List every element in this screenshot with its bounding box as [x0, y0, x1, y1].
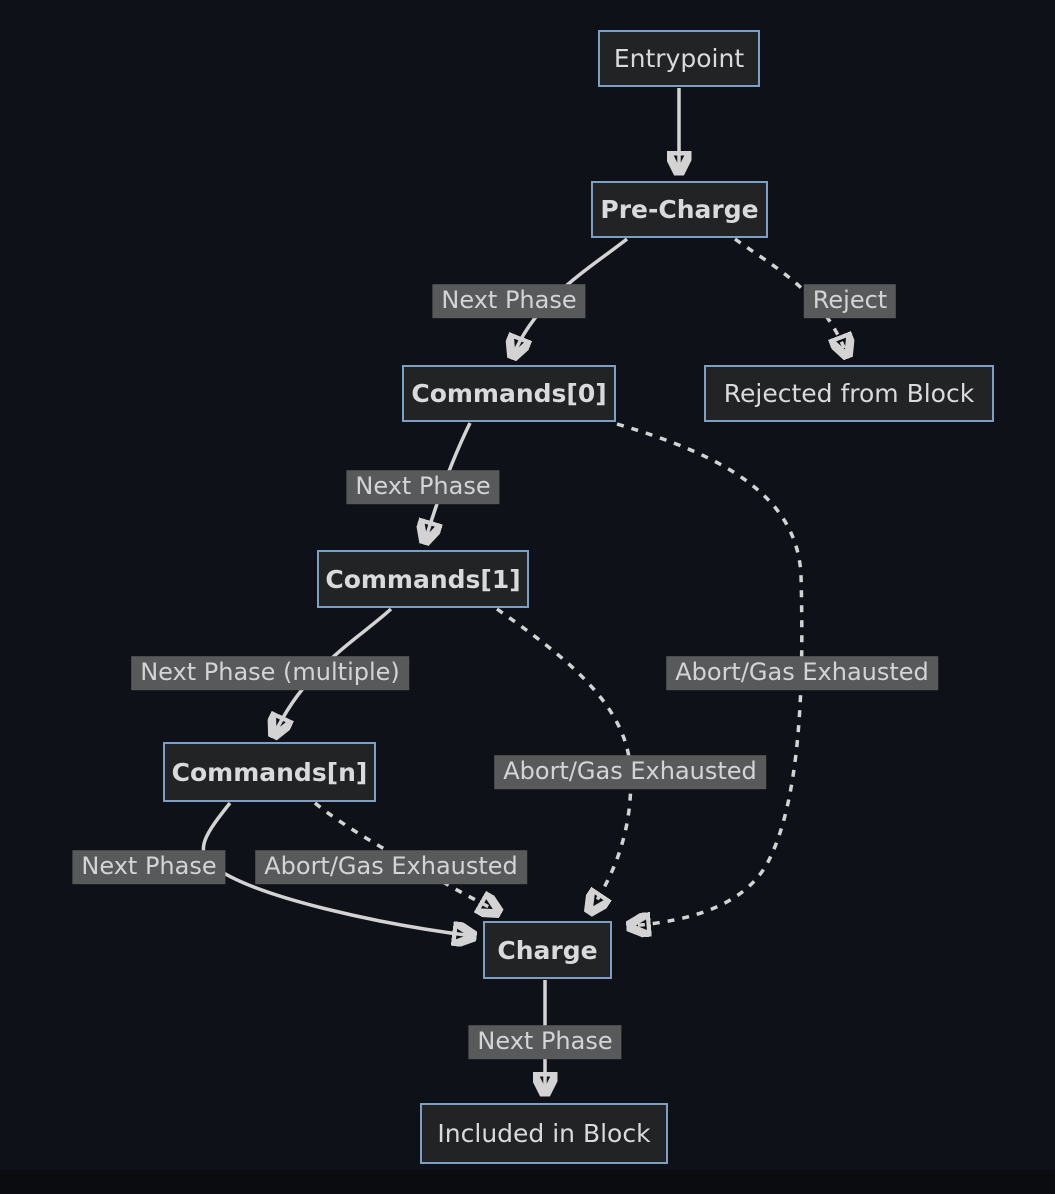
edge-label-next-phase-multiple: Next Phase (multiple) [131, 656, 409, 690]
edge-label-next-phase-1: Next Phase [432, 284, 586, 318]
edge-label-abort-gas-exhausted-right: Abort/Gas Exhausted [666, 656, 938, 690]
node-charge-label: Charge [497, 935, 598, 965]
node-pre-charge: Pre-Charge [591, 181, 768, 238]
node-commands-n-label: Commands[n] [171, 757, 368, 787]
edge-label-reject: Reject [803, 284, 897, 318]
node-included-in-block-label: Included in Block [437, 1119, 651, 1148]
edge-label-next-phase-3: Next Phase [72, 850, 226, 884]
node-commands-0: Commands[0] [402, 365, 616, 422]
node-commands-1-label: Commands[1] [325, 564, 521, 594]
edge-label-abort-gas-exhausted-left: Abort/Gas Exhausted [255, 850, 527, 884]
node-entrypoint: Entrypoint [598, 30, 760, 87]
node-entrypoint-label: Entrypoint [613, 44, 745, 73]
node-commands-n: Commands[n] [163, 742, 376, 802]
node-rejected-from-block-label: Rejected from Block [723, 379, 975, 408]
page-background-strip [0, 1170, 1055, 1194]
node-commands-0-label: Commands[0] [411, 379, 607, 408]
node-commands-1: Commands[1] [317, 550, 529, 608]
node-pre-charge-label: Pre-Charge [600, 195, 759, 224]
edge-label-abort-gas-exhausted-middle: Abort/Gas Exhausted [494, 755, 766, 789]
edge-label-next-phase-4: Next Phase [468, 1025, 622, 1059]
node-included-in-block: Included in Block [420, 1103, 668, 1164]
node-rejected-from-block: Rejected from Block [704, 365, 994, 422]
node-charge: Charge [483, 921, 612, 979]
edge-label-next-phase-2: Next Phase [346, 470, 500, 504]
